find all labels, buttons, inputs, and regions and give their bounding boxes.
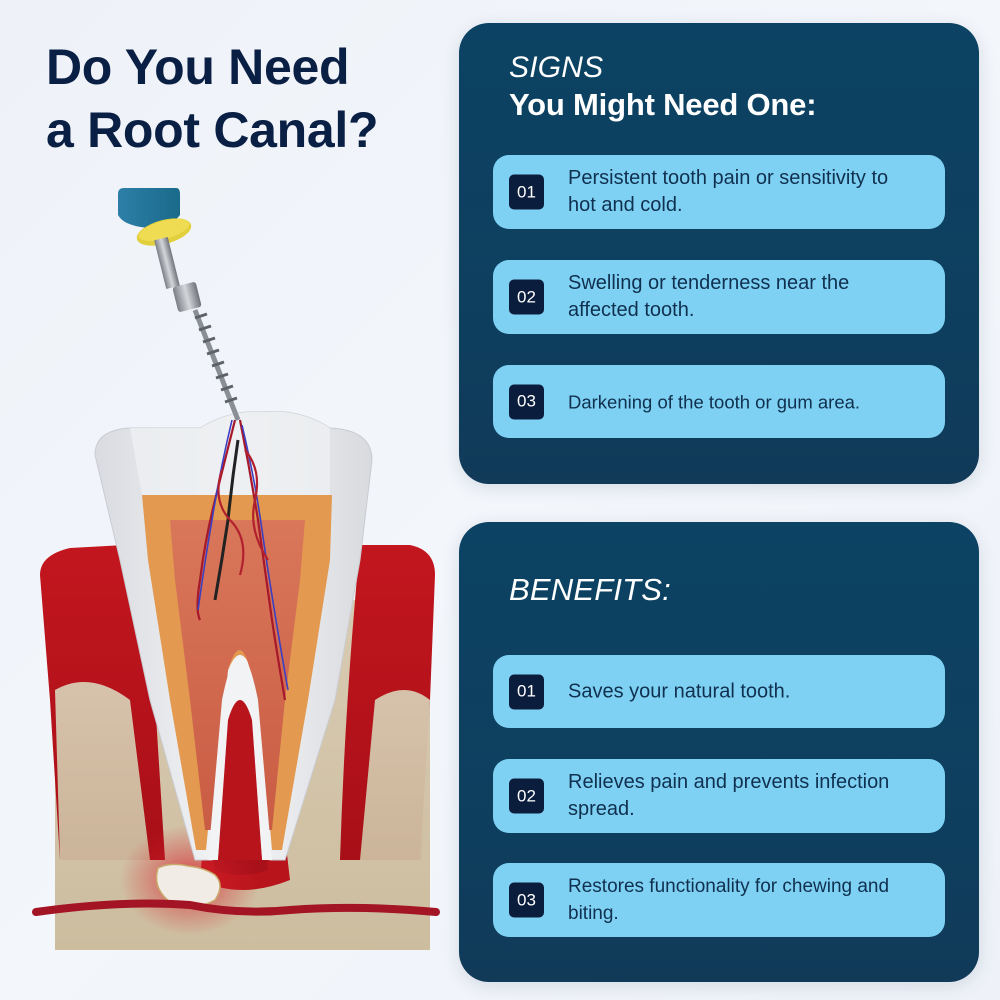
number-badge: 02: [509, 778, 544, 814]
item-text: Saves your natural tooth.: [568, 680, 791, 702]
abscess: [155, 863, 221, 908]
signs-item: 01 Persistent tooth pain or sensitivity …: [493, 155, 945, 229]
number-badge: 03: [509, 882, 544, 918]
signs-card: SIGNS You Might Need One: 01 Persistent …: [459, 23, 979, 484]
item-text: Relieves pain and prevents infection spr…: [568, 771, 890, 820]
blood-vessel: [32, 899, 440, 916]
signs-heading: You Might Need One:: [509, 87, 817, 122]
page-title-line-2: a Root Canal?: [46, 102, 379, 158]
benefits-card: BENEFITS: 01 Saves your natural tooth. 0…: [459, 522, 979, 982]
number-badge: 01: [509, 174, 544, 210]
page-title: Do You Need a Root Canal?: [46, 36, 446, 162]
signs-kicker: SIGNS: [509, 51, 604, 84]
endodontic-file-icon: [118, 188, 241, 421]
item-text: Darkening of the tooth or gum area.: [568, 391, 861, 412]
benefits-kicker: BENEFITS:: [509, 572, 671, 607]
signs-item: 02 Swelling or tenderness near the affec…: [493, 260, 945, 334]
number-badge: 01: [509, 674, 544, 709]
nerves: [196, 419, 289, 701]
item-text: Swelling or tenderness near the affected…: [568, 272, 850, 321]
benefits-item: 02 Relieves pain and prevents infection …: [493, 759, 945, 833]
root-canal-illustration: [0, 170, 460, 1000]
benefits-item: 01 Saves your natural tooth.: [493, 655, 945, 728]
tooth: [94, 410, 373, 861]
page-title-line-1: Do You Need: [46, 39, 350, 95]
item-text: Restores functionality for chewing and b…: [568, 876, 890, 924]
benefits-item: 03 Restores functionality for chewing an…: [493, 863, 945, 937]
number-badge: 03: [509, 384, 544, 419]
number-badge: 02: [509, 279, 544, 315]
signs-item: 03 Darkening of the tooth or gum area.: [493, 365, 945, 438]
item-text: Persistent tooth pain or sensitivity to …: [568, 167, 889, 216]
